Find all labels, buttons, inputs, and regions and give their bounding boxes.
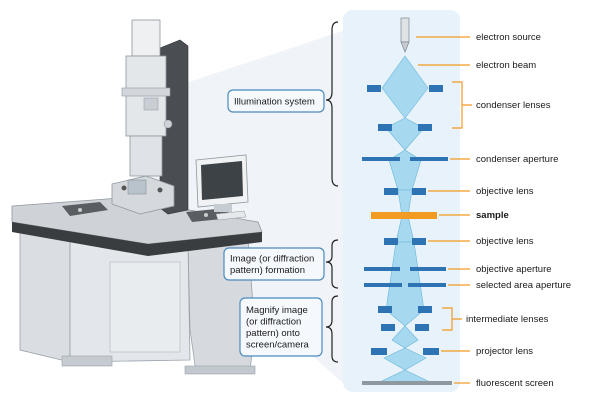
objective-aperture-left [364,267,400,271]
intermediate-lens-2-left [381,324,395,331]
bracket-image-formation [325,239,339,289]
label-projector-lens: projector lens [476,346,533,357]
label-brackets [442,81,472,331]
zoom-wedge [150,30,345,385]
desk-right-foot [184,365,256,375]
intermediate-lens-1-left [378,306,392,313]
specimen-stage [111,175,175,215]
desk-panel [109,261,181,353]
objective-lens-upper-right [412,188,426,195]
label-condenser-lenses: condenser lenses [476,100,551,111]
label-objective-lens-upper: objective lens [476,186,534,197]
left-control-panel [62,202,108,216]
stage-knob-icon-2 [157,187,163,193]
label-electron-source: electron source [476,32,541,43]
projector-lens-left [371,348,387,355]
beam-path [379,55,431,383]
intermediate-lens-2-right [415,324,429,331]
group-box-line: Image (or diffraction [230,254,314,265]
microscope-illustration [11,19,345,385]
condenser-lens-left [367,85,381,92]
label-selected-area-aperture: selected area aperture [476,280,571,291]
condenser-lens-2-right [418,124,432,131]
control-dial-icon-2 [204,213,208,217]
label-objective-lens-lower: objective lens [476,236,534,247]
objective-aperture-right [410,267,446,271]
stage-window [127,179,147,195]
fluorescent-screen-plate [362,381,452,385]
group-box-line: screen/camera [246,340,310,351]
condenser-aperture-left [362,157,400,161]
label-sample: sample [476,210,509,221]
intermediate-lenses-bracket [442,307,462,331]
projector-lens-right [423,348,439,355]
group-box-frame [227,89,325,113]
condenser-lens-right [429,85,443,92]
objective-lens-lower-left [384,238,398,245]
leader-lines [416,36,470,384]
condenser-lenses-bracket [452,81,472,129]
group-box-line: (or diffraction [246,317,301,328]
label-objective-aperture: objective aperture [476,264,552,275]
objective-lens-upper-left [384,188,398,195]
label-condenser-aperture: condenser aperture [476,154,558,165]
bracket-magnify [325,295,339,363]
selected-area-aperture-right [408,283,446,287]
group-box-line: pattern) onto [246,328,300,339]
group-box-frame [223,247,325,281]
control-dial-icon [78,208,82,212]
desk-left-foot [61,355,113,367]
group-box-illumination: Illumination system [227,89,325,113]
group-brackets [325,21,339,363]
bracket-illumination [325,21,339,187]
group-box-line: Illumination system [234,96,315,107]
column-lower [129,135,163,177]
group-box-line: Magnify image [246,305,308,316]
column-top [131,19,161,57]
column-ring [121,87,171,97]
monitor [195,154,249,221]
selected-area-aperture-left [364,283,402,287]
label-electron-beam: electron beam [476,60,536,71]
group-box-line: pattern) formation [230,265,305,276]
desk-edge [12,222,262,256]
column-knob-icon [163,119,173,129]
condenser-lens-2-left [378,124,392,131]
stage-knob-icon [121,185,127,191]
beam-segment-6 [385,241,425,327]
condenser-aperture-right [410,157,448,161]
component-labels: electron source electron beam condenser le… [466,32,571,389]
label-intermediate-lenses: intermediate lenses [466,314,549,325]
group-box-frame [239,297,323,357]
electron-source-icon [400,17,410,53]
column-port [143,97,159,111]
label-fluorescent-screen: fluorescent screen [476,378,554,389]
keyboard [215,210,247,221]
optical-elements [362,85,452,385]
sample-plate [371,212,437,219]
objective-lens-lower-right [412,238,426,245]
intermediate-lens-1-right [418,306,432,313]
